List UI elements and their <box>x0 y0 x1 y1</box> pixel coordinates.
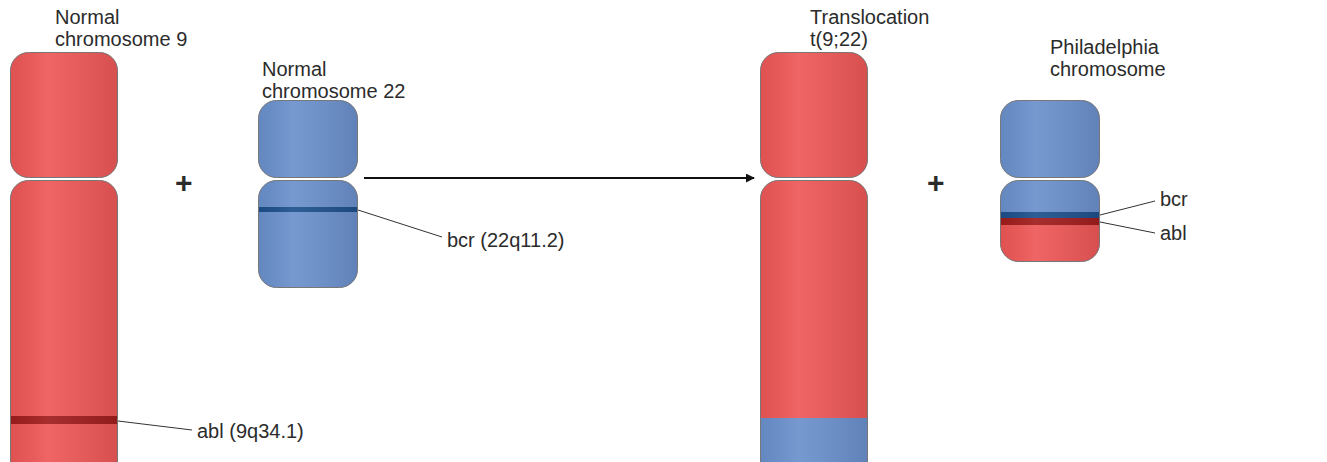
leader-line <box>358 210 442 237</box>
process-arrow <box>364 177 754 179</box>
chromosome: Philadelphia chromosome <box>1000 100 1100 262</box>
gene-label: bcr <box>1160 188 1188 211</box>
chromosome: Normal chromosome 22 <box>258 100 358 288</box>
plus-sign: + <box>175 166 193 201</box>
leader-line <box>1100 201 1155 215</box>
chromosome-shape <box>1000 100 1100 262</box>
chromosome: Translocation t(9;22) <box>760 52 868 462</box>
chromosome-heading: Normal chromosome 22 <box>262 58 407 102</box>
chromosome-shape <box>258 100 358 288</box>
chromosome-heading: Normal chromosome 9 <box>55 6 200 50</box>
gene-label: abl <box>1160 222 1187 245</box>
leader-line <box>118 421 192 430</box>
chromosome: Normal chromosome 9 <box>10 52 118 462</box>
plus-sign: + <box>927 166 945 201</box>
chromosome-heading: Philadelphia chromosome <box>1050 36 1195 80</box>
leader-line <box>1100 222 1155 233</box>
chromosome-heading: Translocation t(9;22) <box>810 6 955 50</box>
gene-label: bcr (22q11.2) <box>447 229 564 252</box>
chromosome-shape <box>760 52 868 462</box>
gene-label: abl (9q34.1) <box>197 420 304 443</box>
chromosome-shape <box>10 52 118 462</box>
